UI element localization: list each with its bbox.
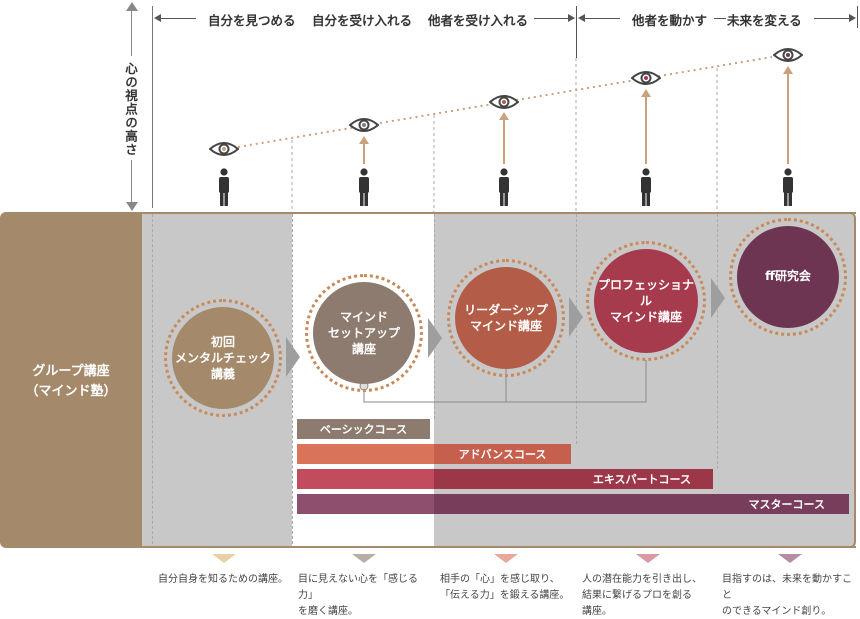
course-circle[interactable]: プロフェッショナル マインド講座 <box>594 249 698 353</box>
bar-shade <box>434 469 713 489</box>
timeline-divider <box>576 6 577 58</box>
phase-label: 未来を変える <box>727 13 802 28</box>
course-circle-label: マインド セットアップ 講座 <box>327 310 400 356</box>
arrow-up-icon <box>359 136 369 164</box>
course-description: 相手の「心」を感じ取り、 「伝える力」を鍛える講座。 <box>440 574 570 601</box>
course-bar-basic[interactable]: ベーシックコース <box>297 419 430 439</box>
column-guide <box>434 214 435 419</box>
arrow-right-icon <box>849 14 856 22</box>
course-circle-label: プロフェッショナル マインド講座 <box>597 278 694 324</box>
course-circle[interactable]: ff研究会 <box>737 226 839 328</box>
panel-border <box>140 212 856 214</box>
course-description: 目指すのは、未来を動かすこと のできるマインド創り。 <box>722 574 852 617</box>
caret-down-icon <box>212 554 236 563</box>
range-line <box>580 18 620 19</box>
chevron-right-icon <box>286 337 300 377</box>
column-guide <box>152 214 153 544</box>
course-bar-label-overlay: エキスパートコース <box>434 469 713 489</box>
course-bar-label: アドバンスコース <box>458 448 547 461</box>
caret-down-icon <box>494 554 518 563</box>
person-icon <box>219 168 229 206</box>
course-circle[interactable]: マインド セットアップ 講座 <box>313 282 415 384</box>
phase-label: 他者を受け入れる <box>428 13 529 28</box>
course-bar-label-overlay: マスターコース <box>434 494 849 514</box>
eye-icon <box>209 142 239 156</box>
range-line <box>714 18 726 19</box>
column-guide <box>292 214 293 544</box>
course-circle-label: ff研究会 <box>765 269 811 283</box>
bar-shade <box>434 444 571 464</box>
phase-label: 他者を動かす <box>632 13 708 28</box>
eye-icon <box>349 118 379 132</box>
eye-icon <box>631 71 661 85</box>
arrow-up-icon <box>126 2 138 11</box>
range-line <box>534 18 574 19</box>
circle-ring <box>305 274 423 392</box>
course-circle[interactable]: 初回 メンタルチェック 講義 <box>172 307 274 409</box>
course-description: 人の潜在能力を引き出し、 結果に繋げるプロを創る 講座。 <box>582 574 702 617</box>
arrow-up-icon <box>499 112 509 164</box>
group-label: グループ講座 （マインド塾） <box>25 364 117 399</box>
person-icon <box>641 168 651 206</box>
course-bar-label: エキスパートコース <box>592 473 691 486</box>
y-axis-line <box>131 160 132 204</box>
course-bar-label-overlay: アドバンスコース <box>434 444 571 464</box>
course-bar-label: マスターコース <box>748 498 825 511</box>
arrow-up-icon <box>783 66 793 164</box>
timeline-right-end <box>857 6 858 28</box>
caret-down-icon <box>778 554 802 563</box>
circle-ring <box>447 259 565 377</box>
group-label-panel <box>0 212 142 548</box>
circle-ring <box>729 218 847 336</box>
chevron-right-icon <box>569 297 583 337</box>
course-description: 自分自身を知るための講座。 <box>158 574 288 585</box>
y-axis-line <box>131 8 132 56</box>
chevron-right-icon <box>711 278 725 318</box>
arrow-right-icon <box>568 14 575 22</box>
circle-ring <box>164 299 282 417</box>
chevron-right-icon <box>428 318 442 358</box>
column-guide <box>717 214 718 469</box>
phase-label: 自分を受け入れる <box>312 13 413 28</box>
person-icon <box>499 168 509 206</box>
course-description: 目に見えない心を「感じる力」 を磨く講座。 <box>298 574 418 617</box>
arrow-left-icon <box>154 14 161 22</box>
course-circle-label: リーダーシップ マインド講座 <box>464 303 548 333</box>
eye-icon <box>489 95 519 109</box>
bar-shade <box>434 494 849 514</box>
arrow-down-icon <box>126 202 138 211</box>
course-circle-label: 初回 メンタルチェック 講義 <box>174 335 271 381</box>
course-bar-advance[interactable]: アドバンスコース <box>297 444 571 464</box>
eye-icon <box>773 48 803 62</box>
arrow-left-icon <box>578 14 585 22</box>
caret-down-icon <box>352 554 376 563</box>
circle-ring <box>586 241 706 361</box>
range-line <box>814 18 854 19</box>
phase-label: 自分を見つめる <box>208 13 296 28</box>
course-circle[interactable]: リーダーシップ マインド講座 <box>455 267 557 369</box>
course-bar-expert[interactable]: エキスパートコース <box>297 469 713 489</box>
course-bar-label: ベーシックコース <box>319 423 408 436</box>
panel-border <box>140 546 856 548</box>
person-icon <box>783 168 793 206</box>
caret-down-icon <box>636 554 660 563</box>
timeline-left-axis <box>152 6 153 208</box>
range-line <box>156 18 196 19</box>
person-icon <box>359 168 369 206</box>
y-axis-label: 心の視点の高さ <box>123 62 138 157</box>
arrow-up-icon <box>641 89 651 164</box>
course-bar-master[interactable]: マスターコース <box>297 494 849 514</box>
